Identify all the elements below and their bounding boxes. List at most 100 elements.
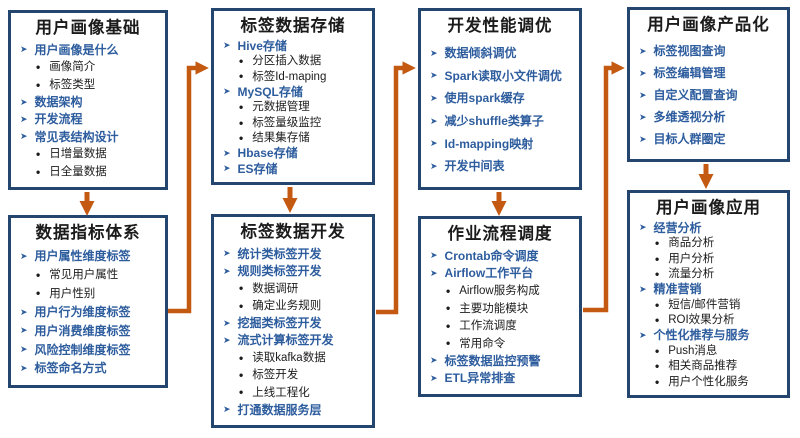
list-item-level2: •主要功能模块 <box>425 302 576 315</box>
arrow-bullet-icon: ➤ <box>430 92 438 103</box>
item-label: 用户性别 <box>49 287 96 300</box>
item-label: 短信/邮件营销 <box>668 298 741 311</box>
item-label: 确定业务规则 <box>252 299 322 312</box>
arrow-bullet-icon: ➤ <box>223 265 231 276</box>
dot-bullet-icon: • <box>36 60 41 75</box>
box-title: 标签数据存储 <box>240 17 346 35</box>
item-label: ROI效果分析 <box>668 314 735 327</box>
item-label: Spark读取小文件调优 <box>444 68 562 83</box>
list-item-level1: ➤开发流程 <box>15 113 162 126</box>
list-item-level1: ➤ 个性化推荐与服务 <box>634 329 784 342</box>
list-item-level2: • 上线工程化 <box>218 386 369 399</box>
dot-bullet-icon: • <box>239 281 244 296</box>
list-item-level2: •ROI效果分析 <box>634 314 784 327</box>
box-item-list: ➤统计类标签开发➤规则类标签开发•数据调研•确定业务规则➤挖掘类标签开发➤流式计… <box>214 243 372 422</box>
arrow-bullet-icon: ➤ <box>430 47 438 58</box>
item-label: 个性化推荐与服务 <box>653 328 750 343</box>
dot-bullet-icon: • <box>239 69 244 84</box>
item-label: Crontab命令调度 <box>444 248 539 263</box>
item-label: MySQL存储 <box>237 84 303 99</box>
list-item-level2: •Push消息 <box>634 345 784 358</box>
arrow-bullet-icon: ➤ <box>639 329 647 340</box>
item-label: 开发流程 <box>34 112 83 127</box>
box-job-flow-scheduling: 作业流程调度 ➤Crontab命令调度➤Airflow工作平台•Airflow服… <box>418 216 582 397</box>
list-item-level1: ➤用户画像是什么 <box>15 44 162 57</box>
arrow-bullet-icon: ➤ <box>20 344 28 355</box>
item-label: 多维透视分析 <box>653 110 726 125</box>
item-label: 数据架构 <box>34 94 83 109</box>
box-tag-data-storage: 标签数据存储 ➤Hive存储•分区插入数据•标签Id-maping➤MySQL存… <box>211 8 375 185</box>
box-title: 作业流程调度 <box>447 225 553 243</box>
dot-bullet-icon: • <box>36 286 41 301</box>
dot-bullet-icon: • <box>239 385 244 400</box>
arrow-bullet-icon: ➤ <box>20 96 28 107</box>
list-item-level1: ➤ 数据架构 <box>15 96 162 109</box>
item-label: 自定义配置查询 <box>653 88 738 103</box>
box-title: 用户画像产品化 <box>647 16 770 34</box>
dot-bullet-icon: • <box>239 298 244 313</box>
item-label: 上线工程化 <box>252 386 310 399</box>
arrow-bullet-icon: ➤ <box>223 317 231 328</box>
list-item-level1: ➤流式计算标签开发 <box>218 334 369 347</box>
arrow-bullet-icon: ➤ <box>430 355 438 366</box>
item-label: 标签开发 <box>252 369 299 382</box>
list-item-level2: •常用命令 <box>425 337 576 350</box>
dot-bullet-icon: • <box>239 130 244 145</box>
list-item-level2: •用户个性化服务 <box>634 375 784 389</box>
item-label: 常见用户属性 <box>49 269 119 282</box>
item-label: Hbase存储 <box>237 146 298 161</box>
list-item-level1: ➤使用spark缓存 <box>425 92 576 105</box>
list-item-level1: ➤标签数据监控预警 <box>425 355 576 368</box>
list-item-level1: ➤用户消费维度标签 <box>15 325 162 338</box>
list-item-level1: ➤ 规则类标签开发 <box>218 265 369 278</box>
list-item-level2: •标签Id-maping <box>218 70 369 83</box>
list-item-level2: •结果集存储 <box>218 132 369 145</box>
list-item-level2: •Airflow服务构成 <box>425 285 576 298</box>
list-item-level1: ➤标签命名方式 <box>15 362 162 375</box>
list-item-level1: ➤Airflow工作平台 <box>425 267 576 280</box>
item-label: 数据倾斜调优 <box>444 46 517 61</box>
box-tag-data-development: 标签数据开发 ➤统计类标签开发➤规则类标签开发•数据调研•确定业务规则➤挖掘类标… <box>211 214 375 428</box>
list-item-level1: ➤ Hbase存储 <box>218 147 369 160</box>
item-label: 规则类标签开发 <box>237 264 322 279</box>
arrow-bullet-icon: ➤ <box>430 372 438 383</box>
box-user-portrait-basics: 用户画像基础 ➤用户画像是什么•画像简介•标签类型➤数据架构➤开发流程➤常见表结… <box>8 10 168 190</box>
list-item-level1: ➤用户属性维度标签 <box>15 250 162 263</box>
box-data-indicator-system: 数据指标体系 ➤用户属性维度标签•常见用户属性•用户性别➤用户行为维度标签➤用户… <box>8 215 168 388</box>
item-label: 开发中间表 <box>444 159 505 174</box>
item-label: Airflow工作平台 <box>444 266 534 281</box>
arrow-bullet-icon: ➤ <box>223 86 231 97</box>
list-item-level1: ➤自定义配置查询 <box>634 89 784 102</box>
arrow-bullet-icon: ➤ <box>223 147 231 158</box>
arrow-bullet-icon: ➤ <box>430 138 438 149</box>
arrow-bullet-icon: ➤ <box>639 283 647 294</box>
item-label: 打通数据服务层 <box>237 402 322 417</box>
item-label: 用户属性维度标签 <box>34 249 131 264</box>
item-label: 用户个性化服务 <box>668 375 749 388</box>
dot-bullet-icon: • <box>655 297 660 312</box>
list-item-level2: •读取kafka数据 <box>218 352 369 365</box>
dot-bullet-icon: • <box>655 343 660 358</box>
list-item-level1: ➤标签编辑管理 <box>634 67 784 80</box>
item-label: 标签编辑管理 <box>653 66 726 81</box>
item-label: Id-mapping映射 <box>444 136 534 151</box>
list-item-level2: •商品分析 <box>634 237 784 250</box>
dot-bullet-icon: • <box>239 100 244 115</box>
item-label: Hive存储 <box>237 38 287 53</box>
box-item-list: ➤Crontab命令调度➤Airflow工作平台•Airflow服务构成•主要功… <box>421 245 579 391</box>
item-label: 标签类型 <box>49 78 96 91</box>
box-title: 用户画像基础 <box>35 19 141 37</box>
list-item-level1: ➤ 精准营销 <box>634 283 784 296</box>
list-item-level1: ➤ 数据倾斜调优 <box>425 47 576 60</box>
box-performance-tuning: 开发性能调优 ➤数据倾斜调优➤Spark读取小文件调优➤使用spark缓存➤减少… <box>418 8 582 190</box>
dot-bullet-icon: • <box>36 147 41 162</box>
list-item-level1: ➤Crontab命令调度 <box>425 250 576 263</box>
item-label: 精准营销 <box>653 282 702 297</box>
item-label: 标签命名方式 <box>34 361 107 376</box>
dot-bullet-icon: • <box>36 77 41 92</box>
list-item-level1: ➤挖掘类标签开发 <box>218 317 369 330</box>
item-label: 用户分析 <box>668 252 715 265</box>
box-item-list: ➤用户属性维度标签•常见用户属性•用户性别➤用户行为维度标签➤用户消费维度标签➤… <box>11 244 165 382</box>
dot-bullet-icon: • <box>36 267 41 282</box>
